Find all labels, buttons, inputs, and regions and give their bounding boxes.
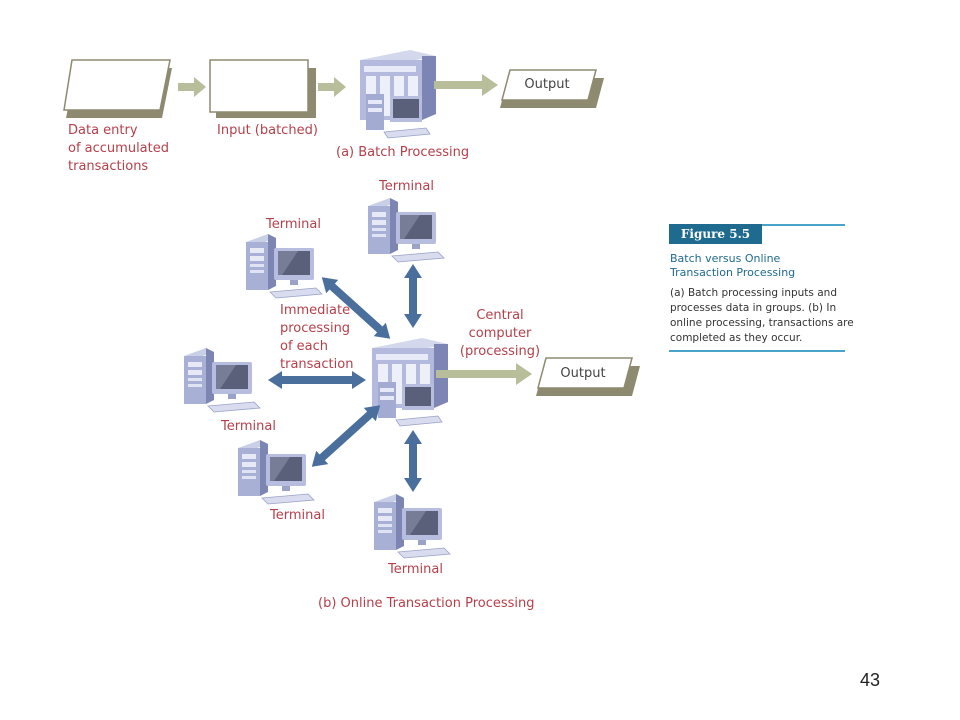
batch-arrow-1 xyxy=(178,77,206,97)
terminal-bottom-label: Terminal xyxy=(388,562,443,577)
terminal-upper-left-label: Terminal xyxy=(266,217,321,232)
online-arrow-output xyxy=(436,363,532,385)
arrow-top xyxy=(404,264,422,328)
online-output-label: Output xyxy=(560,366,606,381)
terminal-lower-left-label: Terminal xyxy=(270,508,325,523)
arrow-lower-left xyxy=(311,405,381,467)
online-output-box xyxy=(536,357,640,396)
figure-description: (a) Batch processing inputs and processe… xyxy=(670,287,854,344)
terminal-upper-left-icon xyxy=(245,233,323,299)
terminal-bottom-icon xyxy=(373,493,451,559)
batch-output-label: Output xyxy=(524,77,570,92)
immediate-processing-label: Immediate processing of each transaction xyxy=(280,303,354,372)
batch-arrow-2 xyxy=(318,77,346,97)
data-entry-card xyxy=(63,59,172,118)
page-number: 43 xyxy=(860,670,881,690)
figure-badge: Figure 5.5 xyxy=(669,224,762,244)
batch-output-box xyxy=(500,69,604,108)
terminal-top-icon xyxy=(367,197,445,263)
central-computer-label: Central computer (processing) xyxy=(459,308,541,359)
arrow-left xyxy=(268,371,366,389)
arrow-bottom xyxy=(404,430,422,492)
figure-title: Batch versus Online Transaction Processi… xyxy=(670,252,796,279)
input-batched-label: Input (batched) xyxy=(217,123,318,138)
terminal-lower-left-icon xyxy=(237,439,315,505)
online-caption: (b) Online Transaction Processing xyxy=(318,596,535,611)
arrow-upper-left xyxy=(321,277,391,339)
figure-bottom-rule xyxy=(669,350,845,352)
data-entry-label: Data entry of accumulated transactions xyxy=(68,123,169,174)
terminal-left-icon xyxy=(183,347,261,413)
central-computer-icon xyxy=(371,337,449,427)
input-batched-card xyxy=(209,59,316,118)
online-arrows xyxy=(268,264,422,492)
terminal-top-label: Terminal xyxy=(379,179,434,194)
batch-arrow-output xyxy=(434,74,498,96)
batch-caption: (a) Batch Processing xyxy=(336,145,470,160)
terminal-left-label: Terminal xyxy=(221,419,276,434)
batch-mainframe-icon xyxy=(359,49,437,139)
